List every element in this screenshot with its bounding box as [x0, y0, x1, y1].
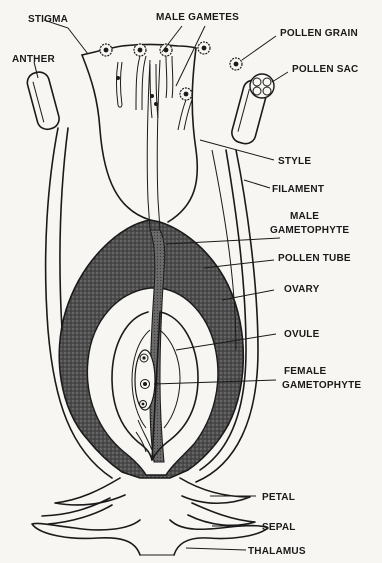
pollen-grain: [180, 88, 192, 100]
label-male-gametes: MALE GAMETES: [156, 12, 239, 23]
style: [82, 45, 197, 223]
label-stigma: STIGMA: [28, 14, 68, 25]
pollen-grain: [230, 58, 242, 70]
label-ovary: OVARY: [284, 284, 320, 295]
petal-right: [180, 478, 250, 503]
pollen-grain: [160, 44, 172, 56]
label-style: STYLE: [278, 156, 311, 167]
label-thalamus: THALAMUS: [248, 546, 306, 557]
label-pollen-tube: POLLEN TUBE: [278, 253, 351, 264]
sepal: [48, 503, 255, 525]
label-anther: ANTHER: [12, 54, 55, 65]
label-male-gametophyte-line2: GAMETOPHYTE: [270, 225, 349, 236]
label-sepal: SEPAL: [262, 522, 296, 533]
anther-left: [25, 70, 61, 132]
label-male-gametophyte-line1: MALE: [290, 211, 319, 222]
label-female-gametophyte-line2: GAMETOPHYTE: [282, 380, 361, 391]
petal-left: [42, 478, 125, 516]
pollen-grain: [134, 44, 146, 56]
label-pollen-sac: POLLEN SAC: [292, 64, 358, 75]
label-ovule: OVULE: [284, 329, 320, 340]
label-pollen-grain: POLLEN GRAIN: [280, 28, 358, 39]
pollen-grain: [100, 44, 112, 56]
pollen-grain: [198, 42, 210, 54]
label-female-gametophyte-line1: FEMALE: [284, 366, 326, 377]
label-petal: PETAL: [262, 492, 295, 503]
label-filament: FILAMENT: [272, 184, 324, 195]
pollen-sac: [250, 74, 274, 98]
